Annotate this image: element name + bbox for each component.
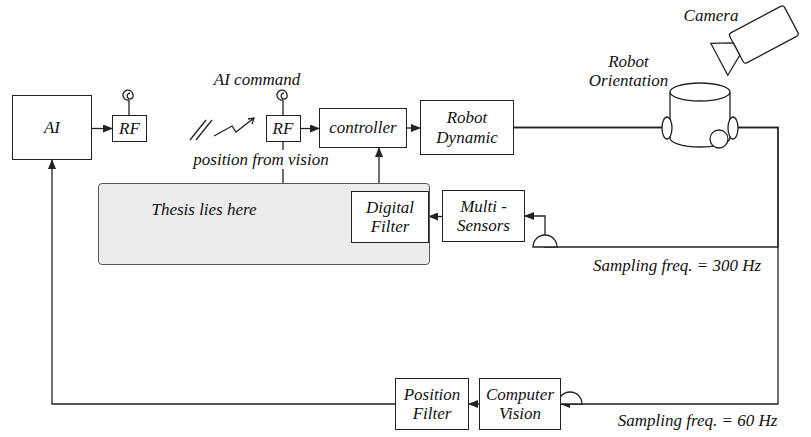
signal-arrow <box>301 128 320 129</box>
process-box: Computer Vision <box>479 378 561 430</box>
sensor-symbol <box>558 392 582 404</box>
node-text: controller <box>326 118 399 137</box>
rf-box: RF <box>266 115 301 142</box>
signal-label: position from vision <box>191 150 330 169</box>
node-text: RF <box>116 119 143 138</box>
note-label: Sampling freq. = 300 Hz <box>552 256 802 275</box>
signal-arrow <box>514 128 778 248</box>
rf-box: RF <box>112 115 147 142</box>
signal-arrow <box>92 128 112 129</box>
antenna-symbol <box>277 90 287 115</box>
node-text: Position Filter <box>396 385 468 423</box>
filter-box: Digital Filter <box>351 191 429 243</box>
process-box: Robot Dynamic <box>420 100 514 155</box>
node-text: Robot Dynamic <box>421 108 513 146</box>
filter-box: Position Filter <box>395 378 469 430</box>
node-text: Thesis lies here <box>139 200 269 219</box>
note-label: Sampling freq. = 60 Hz <box>590 411 805 430</box>
thesis-band: Thesis lies here Digital Filter <box>98 183 430 265</box>
wireless-link-symbol <box>190 118 254 140</box>
signal-label: AI command <box>212 70 302 89</box>
signal-arrow <box>429 216 442 217</box>
signal-arrow <box>469 403 479 404</box>
node-text: Digital Filter <box>352 198 428 236</box>
node-text: Multi - Sensors <box>443 197 524 235</box>
device-label: Robot Orientation <box>586 52 671 90</box>
controller-box: controller <box>319 108 407 148</box>
node-text: RF <box>270 119 297 138</box>
signal-arrow <box>407 127 420 128</box>
ai-box: AI <box>12 95 92 160</box>
sensor-symbol <box>533 235 557 247</box>
node-text: AI <box>41 118 63 137</box>
antenna-symbol <box>123 90 133 115</box>
node-text: Computer Vision <box>480 385 560 423</box>
device-label: Camera <box>676 6 746 25</box>
sensor-box: Multi - Sensors <box>442 190 525 242</box>
